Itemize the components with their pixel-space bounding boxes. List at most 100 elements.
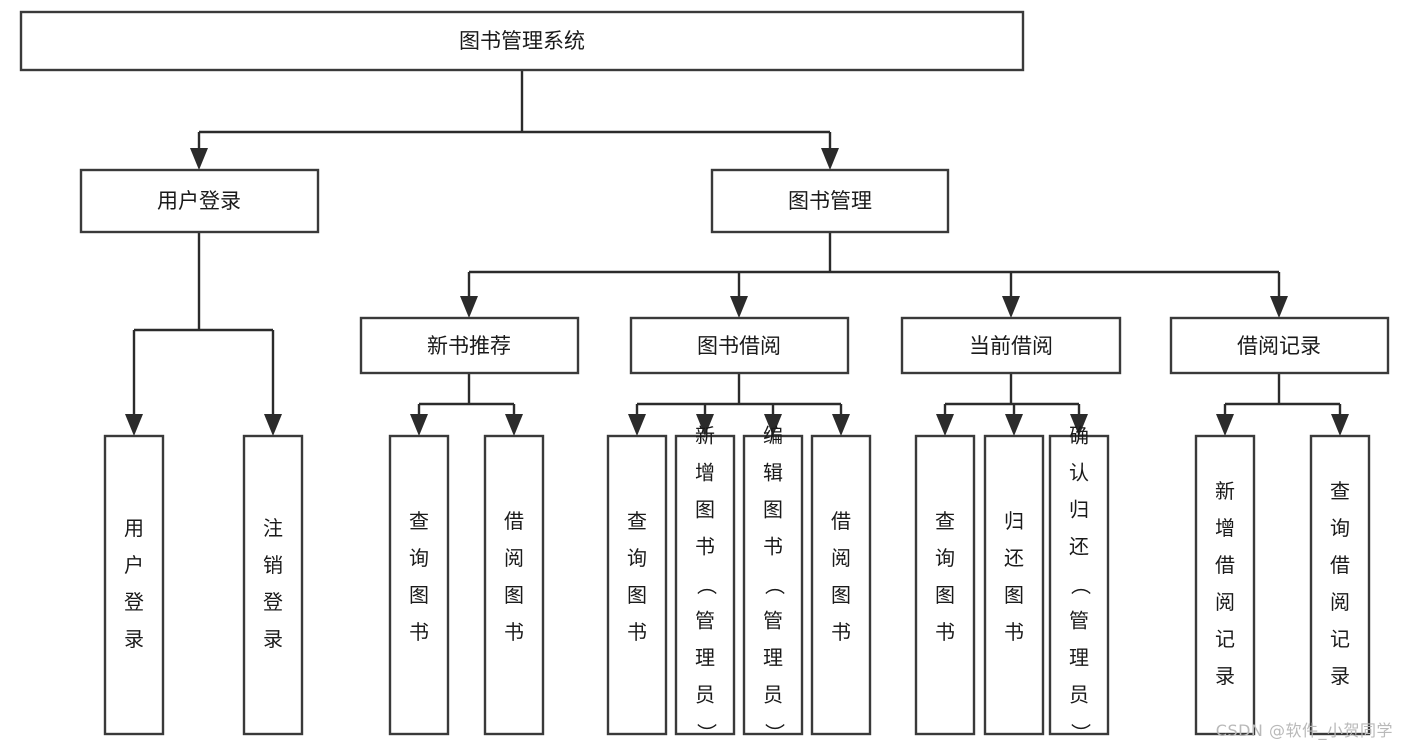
arrowhead-current-borrow [1002, 296, 1020, 318]
node-leaf-recommend-borrow-box[interactable] [483, 434, 545, 736]
svg-text:员: 员 [1069, 683, 1089, 707]
svg-text:书: 书 [504, 620, 524, 644]
node-current-borrow-box[interactable] [900, 316, 1122, 375]
svg-text:书: 书 [935, 620, 955, 644]
node-book-manage-label: 图书管理 [788, 189, 872, 213]
svg-text:查: 查 [627, 509, 647, 533]
svg-text:书: 书 [695, 535, 715, 559]
node-user-login[interactable]: 用户登录 [79, 168, 320, 234]
node-leaf-user-login[interactable]: 用户登录 [103, 434, 165, 736]
connector-layer [125, 70, 1349, 436]
svg-text:登: 登 [124, 590, 144, 614]
node-leaf-user-login-box[interactable] [103, 434, 165, 736]
svg-text:销: 销 [263, 553, 283, 577]
node-leaf-borrow-edit-box[interactable] [742, 434, 804, 736]
node-borrow-record-box[interactable] [1169, 316, 1390, 375]
node-current-borrow[interactable]: 当前借阅 [900, 316, 1122, 375]
svg-text:阅: 阅 [1330, 590, 1350, 614]
svg-text:还: 还 [1069, 535, 1089, 559]
svg-text:员: 员 [763, 683, 783, 707]
svg-text:借: 借 [504, 509, 524, 533]
svg-text:书: 书 [627, 620, 647, 644]
svg-text:理: 理 [695, 646, 715, 670]
node-leaf-borrow-query-box[interactable] [606, 434, 668, 736]
svg-text:图: 图 [935, 583, 955, 607]
arrowhead-book-borrow [730, 296, 748, 318]
node-leaf-borrow-add-box[interactable] [674, 434, 736, 736]
node-leaf-current-query-box[interactable] [914, 434, 976, 736]
svg-text:增: 增 [695, 461, 715, 485]
svg-text:（: （ [763, 575, 787, 595]
svg-text:图: 图 [763, 498, 783, 522]
arrowhead-leaf-record-add [1216, 414, 1234, 436]
connector-bookmanage-to-bus [467, 232, 1281, 300]
svg-text:归: 归 [1069, 498, 1089, 522]
svg-text:确: 确 [1069, 424, 1089, 448]
node-root-box[interactable] [19, 10, 1025, 72]
node-new-book-recommend[interactable]: 新书推荐 [359, 316, 580, 375]
svg-text:（: （ [1069, 575, 1093, 595]
connector-bookborrow-to-leaves [635, 373, 843, 418]
node-book-manage[interactable]: 图书管理 [710, 168, 950, 234]
svg-text:增: 增 [1215, 516, 1235, 540]
svg-text:理: 理 [1069, 646, 1089, 670]
svg-text:借: 借 [1330, 553, 1350, 577]
svg-text:图: 图 [504, 583, 524, 607]
arrowhead-new-book-recommend [460, 296, 478, 318]
svg-text:查: 查 [1330, 479, 1350, 503]
node-leaf-record-add-box[interactable] [1194, 434, 1256, 736]
node-leaf-borrow-lend-box[interactable] [810, 434, 872, 736]
svg-text:录: 录 [124, 627, 144, 651]
svg-text:新: 新 [695, 424, 715, 448]
node-layer: 图书管理系统 用户登录 图书管理 新书推荐 图书借阅 [19, 10, 1390, 744]
node-leaf-record-query-box[interactable] [1309, 434, 1371, 736]
connector-userlogin-to-leaves [132, 232, 275, 418]
svg-text:管: 管 [695, 609, 715, 633]
svg-text:阅: 阅 [1215, 590, 1235, 614]
svg-text:记: 记 [1215, 627, 1235, 651]
svg-text:借: 借 [1215, 553, 1235, 577]
node-new-book-recommend-box[interactable] [359, 316, 580, 375]
svg-text:管: 管 [1069, 609, 1089, 633]
svg-text:录: 录 [1330, 664, 1350, 688]
node-book-borrow[interactable]: 图书借阅 [629, 316, 850, 375]
connector-borrowrecord-to-leaves [1223, 373, 1342, 418]
node-borrow-record[interactable]: 借阅记录 [1169, 316, 1390, 375]
node-leaf-recommend-query-box[interactable] [388, 434, 450, 736]
node-user-login-box[interactable] [79, 168, 320, 234]
svg-text:认: 认 [1069, 461, 1089, 485]
svg-text:（: （ [695, 575, 719, 595]
svg-text:）: ） [1069, 723, 1093, 743]
arrowhead-leaf-user-login [125, 414, 143, 436]
svg-text:登: 登 [263, 590, 283, 614]
node-book-borrow-box[interactable] [629, 316, 850, 375]
node-leaf-user-logout-box[interactable] [242, 434, 304, 736]
node-leaf-current-return-box[interactable] [983, 434, 1045, 736]
connector-root-to-bus [197, 70, 832, 152]
node-current-borrow-label: 当前借阅 [969, 334, 1053, 358]
node-book-manage-box[interactable] [710, 168, 950, 234]
svg-text:新: 新 [1215, 479, 1235, 503]
csdn-watermark: CSDN @软件_小贺同学 [1215, 721, 1393, 740]
node-root[interactable]: 图书管理系统 [19, 10, 1025, 72]
arrowhead-leaf-borrow-add [696, 414, 714, 436]
node-leaf-current-confirm-box[interactable] [1048, 434, 1110, 736]
node-new-book-recommend-label: 新书推荐 [427, 334, 511, 358]
